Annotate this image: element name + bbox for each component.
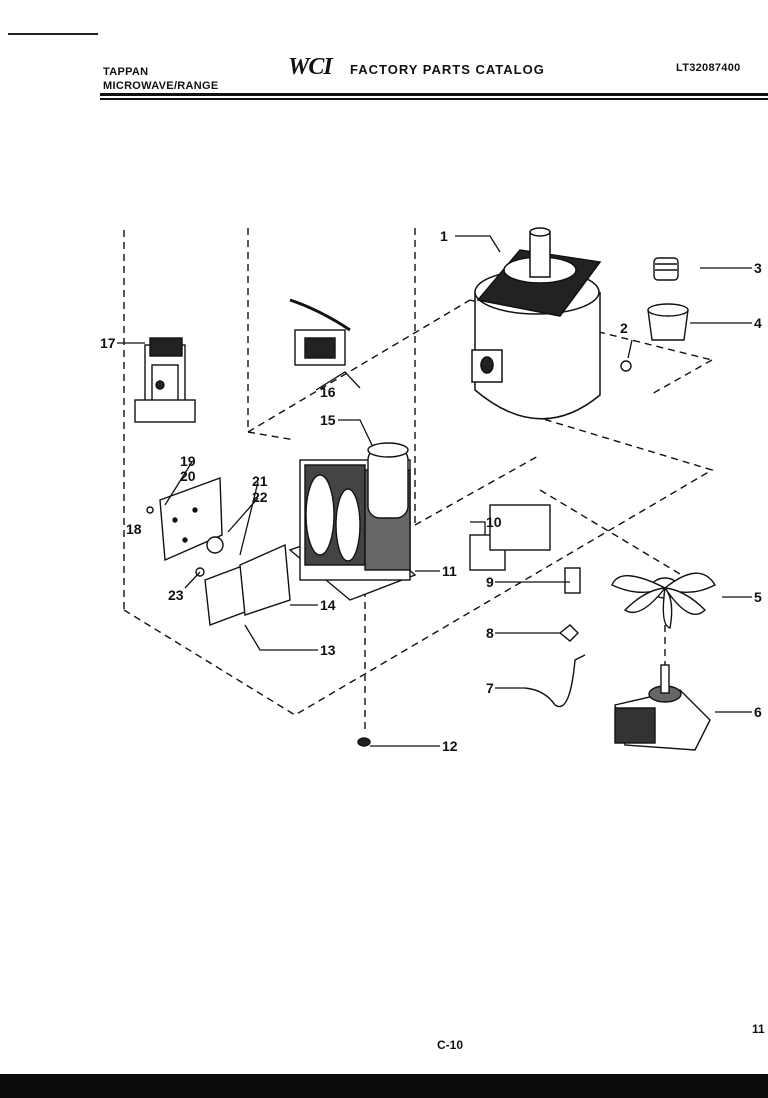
product-line: MICROWAVE/RANGE — [103, 80, 219, 92]
callout-9: 9 — [486, 574, 494, 590]
page-number: 11 — [752, 1022, 765, 1036]
leader-lines — [117, 235, 752, 747]
upper-plane-edge-2 — [247, 431, 296, 441]
callout-12: 12 — [442, 738, 458, 754]
callout-21: 21 — [252, 473, 268, 489]
callout-3: 3 — [754, 260, 762, 276]
diode-bracket-part — [469, 504, 581, 594]
fan-motor-part — [614, 664, 711, 751]
callout-14: 14 — [320, 597, 336, 613]
callout-23: 23 — [168, 587, 184, 603]
callout-10: 10 — [486, 514, 502, 530]
page-label: C-10 — [437, 1038, 464, 1052]
callout-1: 1 — [440, 228, 448, 244]
thermostat-wire-part — [524, 624, 586, 708]
screw-part — [357, 737, 371, 747]
circuit-board-part — [159, 477, 223, 562]
header-rule-thin — [100, 98, 768, 100]
header-rule — [100, 93, 768, 96]
fan-blade-part — [611, 572, 716, 629]
callout-8: 8 — [486, 625, 494, 641]
transformer-part — [288, 459, 417, 601]
callout-16: 16 — [320, 384, 336, 400]
callout-13: 13 — [320, 642, 336, 658]
callout-7: 7 — [486, 680, 494, 696]
callout-5: 5 — [754, 589, 762, 605]
magnetron-part — [471, 227, 602, 420]
thermal-cutout-part — [620, 257, 689, 372]
wci-logo: WCI — [288, 54, 333, 80]
callout-17: 17 — [100, 335, 116, 351]
callout-18: 18 — [126, 521, 142, 537]
scan-mark — [8, 33, 98, 35]
callout-4: 4 — [754, 315, 762, 331]
callout-20: 20 — [180, 468, 196, 484]
callout-11: 11 — [442, 563, 457, 579]
callout-15: 15 — [320, 412, 336, 428]
base-plane-outline — [123, 417, 714, 716]
callout-6: 6 — [754, 704, 762, 720]
bottom-scan-bar — [0, 1074, 768, 1098]
callout-19: 19 — [180, 453, 196, 469]
fan-axis-line — [539, 489, 691, 581]
upper-plane-edge — [247, 299, 471, 433]
wire-harness-part — [289, 298, 351, 366]
brand-name: TAPPAN — [103, 66, 149, 78]
capacitor-part — [367, 442, 409, 519]
upper-plane-side — [649, 359, 713, 396]
callout-22: 22 — [252, 489, 268, 505]
callout-2: 2 — [620, 320, 628, 336]
interlock-switch-part — [134, 337, 196, 423]
mounting-bracket-part — [204, 536, 291, 626]
document-number: LT32087400 — [676, 62, 741, 74]
catalog-title: FACTORY PARTS CATALOG — [350, 62, 545, 77]
